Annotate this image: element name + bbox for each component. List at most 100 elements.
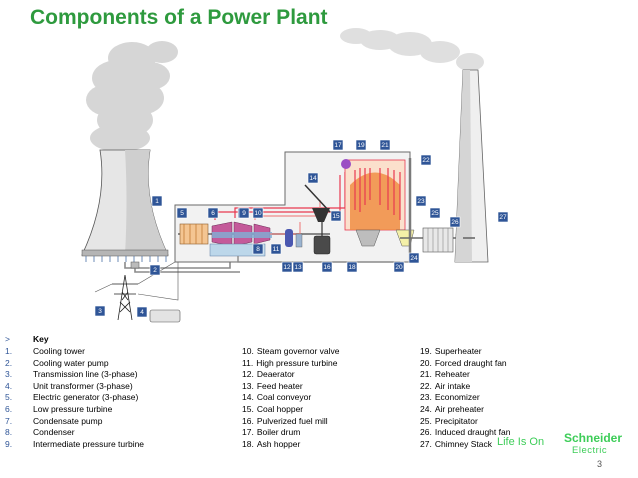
- key-item-number: 19.: [420, 346, 432, 356]
- key-item-label: Precipitator: [434, 415, 478, 426]
- key-item-number: 1.: [5, 346, 13, 356]
- callout-marker-20: 20: [393, 261, 405, 273]
- callout-label: 25: [431, 210, 439, 217]
- key-item-label: Economizer: [434, 392, 480, 403]
- key-item-number: 9.: [5, 438, 13, 449]
- key-item-label: Induced draught fan: [434, 427, 511, 438]
- callout-label: 17: [334, 142, 342, 149]
- key-item-number: 23.: [420, 392, 432, 403]
- key-item: 26.Induced draught fan: [420, 427, 510, 439]
- callout-marker-6: 6: [207, 207, 219, 219]
- key-item: 3.Transmission line (3-phase): [2, 369, 144, 381]
- key-item-number: 13.: [242, 380, 254, 391]
- deaerator-shape: [285, 229, 293, 247]
- key-item: 11.High pressure turbine: [242, 358, 340, 370]
- callout-marker-23: 23: [415, 195, 427, 207]
- callout-marker-12: 12: [281, 261, 293, 273]
- callout-label: 12: [283, 264, 291, 271]
- key-item-label: Feed heater: [256, 380, 303, 391]
- callout-label: 21: [381, 142, 389, 149]
- callout-label: 8: [256, 246, 260, 253]
- key-item-label: Superheater: [434, 346, 482, 356]
- key-item-label: Ash hopper: [256, 438, 301, 449]
- key-item: 12.Deaerator: [242, 369, 340, 381]
- coal-conveyor-shape: [304, 184, 331, 213]
- key-item-number: 8.: [5, 427, 13, 438]
- callout-marker-5: 5: [176, 207, 188, 219]
- key-item-number: 16.: [242, 415, 254, 426]
- callout-label: 15: [332, 213, 340, 220]
- callout-marker-25: 25: [429, 207, 441, 219]
- callout-marker-14: 14: [307, 172, 319, 184]
- callout-marker-27: 27: [497, 211, 509, 223]
- precipitator-shape: [422, 227, 454, 253]
- callout-marker-1: 1: [151, 195, 163, 207]
- key-item-label: Forced draught fan: [434, 357, 507, 368]
- key-item-label: High pressure turbine: [256, 357, 338, 368]
- key-item: 5. Electric generator (3-phase): [2, 392, 144, 404]
- key-item-number: 2.: [5, 357, 13, 368]
- callout-label: 18: [348, 264, 356, 271]
- key-item: 22.Air intake: [420, 381, 510, 393]
- key-item: 16.Pulverized fuel mill: [242, 416, 340, 428]
- key-item-number: 10.: [242, 346, 254, 356]
- key-item-label: Transmission line (3-phase): [33, 369, 138, 380]
- key-item-number: 12.: [242, 369, 254, 380]
- feedwater-line: [237, 256, 400, 263]
- boiler: [341, 159, 415, 247]
- key-item-number: 27.: [420, 438, 432, 449]
- key-item: 19.Superheater: [420, 346, 510, 358]
- key-item: 14.Coal conveyor: [242, 392, 340, 404]
- callout-marker-8: 8: [252, 243, 264, 255]
- key-item-number: 11.: [242, 357, 254, 368]
- key-item: 18.Ash hopper: [242, 439, 340, 451]
- callout-label: 24: [410, 255, 418, 262]
- key-item-number: 5.: [5, 392, 13, 403]
- key-item-label: Unit transformer (3-phase): [33, 380, 133, 391]
- callout-marker-11: 11: [270, 243, 282, 255]
- callout-marker-13: 13: [292, 261, 304, 273]
- key-item: 24.Air preheater: [420, 404, 510, 416]
- key-bullet: >: [5, 334, 10, 344]
- key-item-label: Boiler drum: [256, 427, 301, 438]
- key-item: 17.Boiler drum: [242, 427, 340, 439]
- key-item: 25.Precipitator: [420, 416, 510, 428]
- key-item: 27.Chimney Stack: [420, 439, 510, 451]
- key-item-number: 4.: [5, 380, 13, 391]
- brand-word-2: Electric: [572, 445, 608, 456]
- feed-heater-shape: [295, 233, 303, 248]
- key-item-label: Coal hopper: [256, 403, 304, 414]
- cooling-tower: [81, 149, 169, 262]
- callout-marker-2: 2: [149, 264, 161, 276]
- callout-marker-21: 21: [379, 139, 391, 151]
- callout-label: 4: [140, 309, 144, 316]
- key-item: 6.Low pressure turbine: [2, 404, 144, 416]
- key-item-label: Low pressure turbine: [33, 403, 113, 414]
- key-item-label: Steam governor valve: [256, 346, 340, 356]
- callout-label: 16: [323, 264, 331, 271]
- key-item-label: Pulverized fuel mill: [256, 415, 328, 426]
- key-item: 13.Feed heater: [242, 381, 340, 393]
- callout-marker-4: 4: [136, 306, 148, 318]
- tagline: Life Is On: [497, 436, 545, 448]
- key-item: 1. Cooling tower: [2, 346, 144, 358]
- key-item-label: Air preheater: [434, 403, 484, 414]
- key-item: 15.Coal hopper: [242, 404, 340, 416]
- callout-marker-26: 26: [449, 216, 461, 228]
- key-item-label: Condensate pump: [33, 415, 103, 426]
- callout-marker-9: 9: [238, 207, 250, 219]
- key-item-number: 26.: [420, 427, 432, 438]
- callout-marker-18: 18: [346, 261, 358, 273]
- key-item-label: Cooling water pump: [33, 357, 109, 368]
- key-item-label: Cooling tower: [33, 346, 85, 356]
- unit-transformer-shape: [149, 309, 181, 323]
- schneider-electric-logo: Schneider Electric: [558, 431, 624, 457]
- key-item-label: Intermediate pressure turbine: [33, 438, 145, 449]
- key-item-label: Electric generator (3-phase): [33, 392, 139, 403]
- callout-marker-24: 24: [408, 252, 420, 264]
- key-item-number: 24.: [420, 403, 432, 414]
- key-item-number: 22.: [420, 380, 432, 391]
